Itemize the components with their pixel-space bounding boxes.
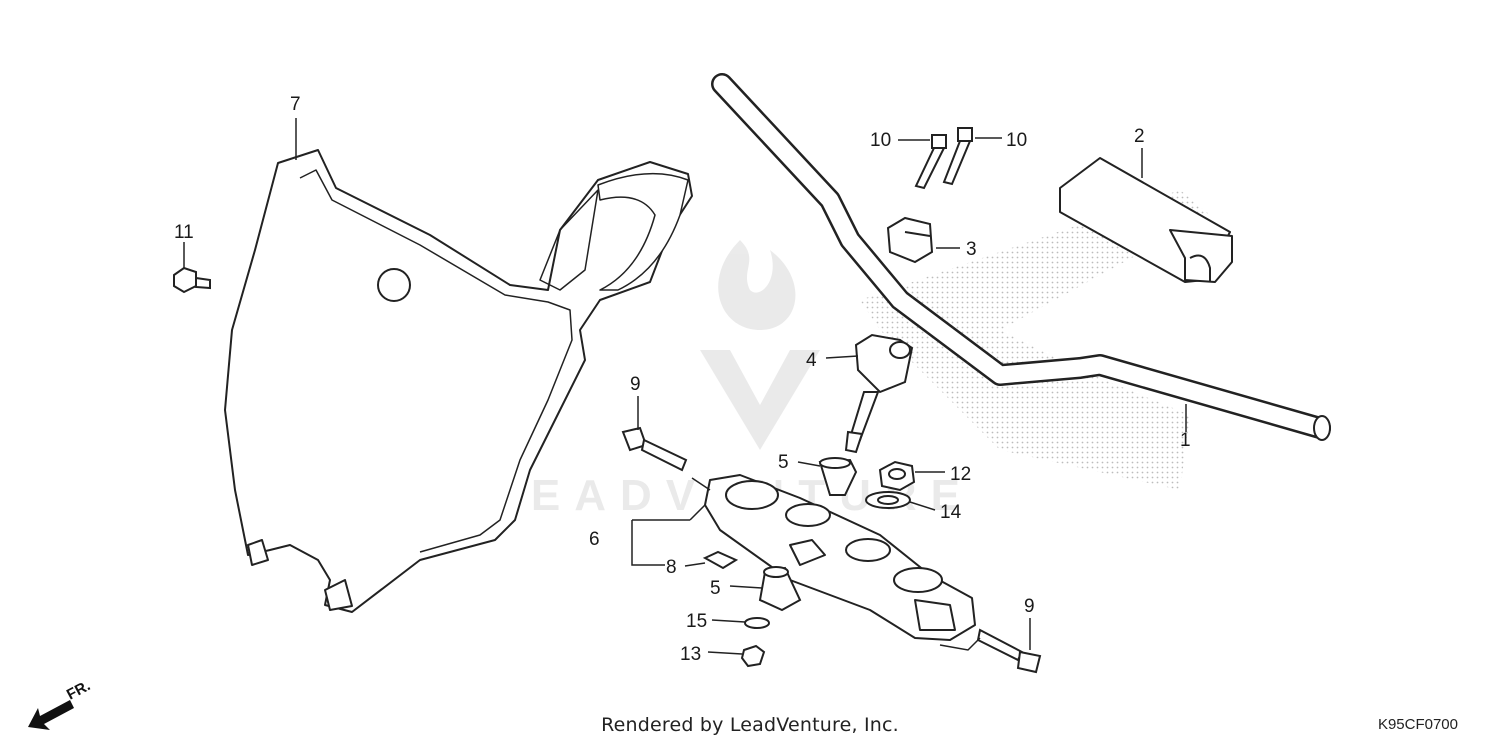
diagram-code: K95CF0700	[1377, 716, 1458, 733]
top-bridge	[704, 474, 976, 641]
callout-14: 14	[940, 502, 962, 523]
callout-10a: 10	[870, 130, 891, 151]
callout-8: 8	[666, 557, 677, 578]
wing-shading	[860, 190, 1210, 490]
callout-2: 2	[1134, 126, 1145, 147]
number-plate	[224, 149, 693, 613]
leader-lines	[183, 118, 1187, 655]
upper-holder	[886, 216, 934, 264]
handlebar	[711, 73, 1331, 441]
bar-pad	[1059, 157, 1233, 283]
render-credit: Rendered by LeadVenture, Inc.	[601, 714, 899, 736]
nut-13	[740, 644, 766, 668]
callout-9a: 9	[630, 374, 641, 395]
callout-12: 12	[950, 464, 971, 485]
callout-10b: 10	[1006, 130, 1027, 151]
screw-11	[173, 266, 211, 294]
callout-6: 6	[589, 529, 600, 550]
callout-7: 7	[290, 94, 301, 115]
callout-5b: 5	[710, 578, 721, 599]
callout-9b: 9	[1024, 596, 1035, 617]
bolts-10	[914, 127, 973, 190]
rubber-5	[758, 457, 858, 612]
front-direction-arrow-icon	[28, 700, 74, 730]
lower-holder	[844, 333, 914, 454]
bolts-9	[621, 426, 1042, 674]
callout-15: 15	[686, 611, 707, 632]
callout-11: 11	[174, 222, 194, 243]
plate-8	[702, 550, 739, 570]
washer-14	[865, 491, 911, 509]
callout-1: 1	[1180, 430, 1191, 451]
callout-13: 13	[680, 644, 701, 665]
front-direction-label: FR.	[64, 677, 93, 703]
callout-labels: 7 11 2 10 10 3 4 9 1 5 12 14 6 8 5 15 13…	[174, 94, 1191, 665]
callout-5a: 5	[778, 452, 789, 473]
nut-12	[878, 460, 916, 492]
callout-3: 3	[966, 239, 977, 260]
washer-15	[744, 617, 770, 629]
callout-4: 4	[806, 350, 817, 371]
